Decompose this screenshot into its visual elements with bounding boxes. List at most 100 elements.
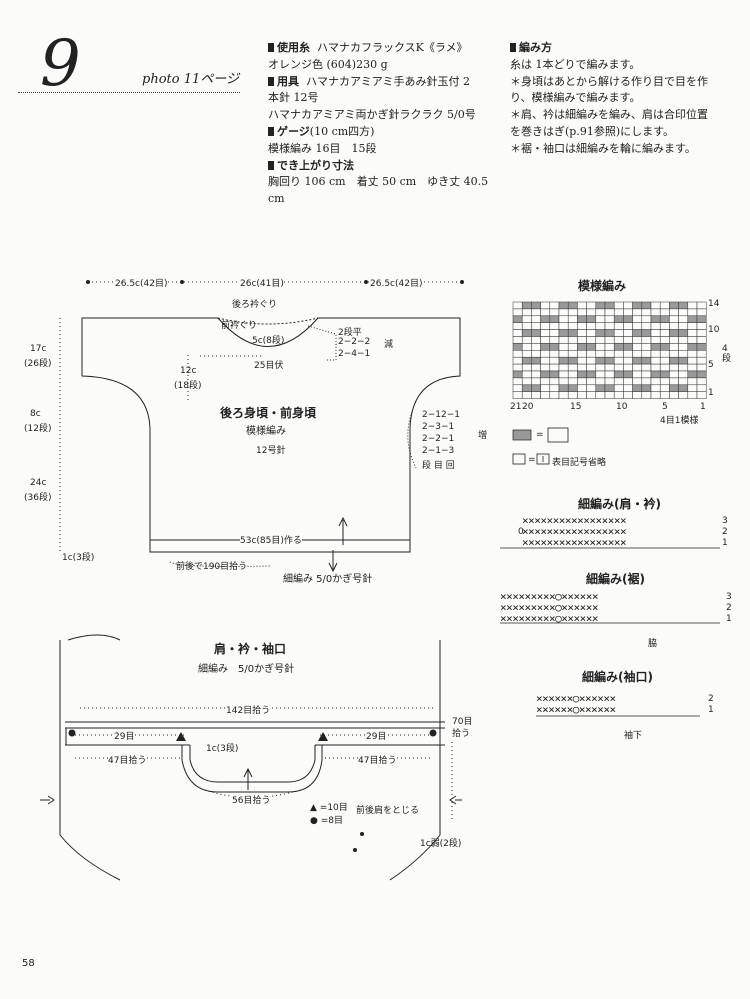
- chart-cell: [659, 301, 670, 310]
- chart-cell: [632, 329, 643, 337]
- chart-cell: [687, 356, 698, 365]
- stitch-chart-grid: [512, 301, 707, 399]
- chart-cell: [613, 391, 624, 399]
- chart-cell: [567, 384, 578, 392]
- chart-cell: [678, 350, 689, 358]
- chart-cell: [659, 343, 670, 351]
- chart-cell: [531, 301, 541, 310]
- chart-cell: [696, 384, 707, 392]
- chart-cell: [512, 363, 523, 372]
- sc-cuff-title: 細編み(袖口): [582, 670, 653, 684]
- hem-stitch: 細編み 5/0かぎ号針: [283, 574, 373, 585]
- chart-col-1: 1: [700, 402, 706, 412]
- chart-cell: [687, 363, 698, 372]
- chart-cell: [586, 322, 597, 330]
- chart-cell: [678, 377, 689, 386]
- chart-cell: [512, 356, 523, 365]
- inc-4: 2−1−3: [422, 446, 455, 456]
- chart-cell: [586, 329, 597, 337]
- chart-cell: [577, 356, 587, 365]
- chart-cell: [687, 384, 698, 392]
- chart-cell: [549, 336, 560, 344]
- chart-cell: [641, 391, 652, 399]
- chart-cell: [549, 363, 560, 372]
- chart-cell: [595, 308, 606, 317]
- chart-cell: [604, 301, 615, 310]
- chart-cell: [558, 363, 569, 372]
- chart-cell: [659, 336, 670, 344]
- neck-dec-2: 2−2−2: [338, 337, 371, 347]
- chart-cell: [678, 391, 689, 399]
- chart-cell: [549, 315, 560, 323]
- sc-hem-title: 細編み(裾): [586, 572, 645, 586]
- chart-cell: [613, 308, 624, 317]
- chart-cell: [659, 315, 670, 323]
- gauge-heading: ゲージ: [268, 125, 310, 138]
- chart-cell: [604, 384, 615, 392]
- body-title: 後ろ身頃・前身頃: [220, 406, 317, 420]
- chart-cell: [577, 370, 587, 379]
- sc-shoulder-r2: 2: [722, 527, 728, 537]
- chart-cell: [604, 356, 615, 365]
- inc-1: 2−12−1: [422, 410, 460, 420]
- dim-top-left: 26.5c(42目): [115, 276, 168, 289]
- side-dim-3b: (12段): [24, 424, 52, 434]
- chart-cell: [586, 356, 597, 365]
- chart-cell: [577, 322, 587, 330]
- chart-cell: [586, 363, 597, 372]
- chart-cell: [521, 363, 532, 372]
- chart-cell: [558, 301, 569, 310]
- chart-cell: [687, 350, 698, 358]
- chart-cell: [549, 377, 560, 386]
- chart-cell: [687, 315, 698, 323]
- chart-cell: [512, 343, 523, 351]
- chart-cell: [678, 384, 689, 392]
- method-line-6: ＊裾・袖口は細編みを輪に編みます。: [510, 141, 696, 155]
- chart-cell: [540, 391, 551, 399]
- neck-bindoff: 25目伏: [254, 361, 284, 371]
- chart-cell: [613, 350, 624, 358]
- chart-cell: [669, 370, 679, 379]
- chart-cell: [567, 343, 578, 351]
- pickup-70: 70目: [452, 717, 473, 727]
- chart-cell: [696, 329, 707, 337]
- chart-cell: [613, 301, 624, 310]
- knitting-method: 編み方 糸は 1本どりで編みます。 ＊身頃はあとから解ける作り目で目を作 り、模…: [510, 40, 742, 158]
- chart-cell: [595, 391, 606, 399]
- chart-cell: [521, 301, 532, 310]
- chart-cell: [531, 336, 541, 344]
- chart-cell: [623, 356, 633, 365]
- chart-cell: [531, 363, 541, 372]
- method-heading: 編み方: [510, 40, 742, 57]
- chart-cell: [586, 301, 597, 310]
- header-divider: [18, 92, 240, 93]
- chart-cell: [512, 336, 523, 344]
- chart-cell: [650, 343, 661, 351]
- neck-depth: 5c(8段): [252, 336, 285, 346]
- chart-cell: [678, 343, 689, 351]
- chart-row-10: 10: [708, 325, 720, 335]
- chart-cell: [696, 308, 707, 317]
- chart-cell: [540, 356, 551, 365]
- chart-cell: [687, 329, 698, 337]
- chart-cell: [521, 391, 532, 399]
- chart-cell: [604, 363, 615, 372]
- chart-cell: [659, 308, 670, 317]
- sc-shoulder-row-1: ×××××××××××××××××: [522, 536, 627, 549]
- chart-cell: [613, 377, 624, 386]
- chart-cell: [521, 356, 532, 365]
- chart-cell: [549, 391, 560, 399]
- tools-value-3: ハマナカアミアミ両かぎ針ラクラク 5/0号: [268, 108, 476, 122]
- chart-cell: [687, 377, 698, 386]
- chart-cell: [669, 350, 679, 358]
- chart-cell: [512, 301, 523, 310]
- chart-cell: [669, 363, 679, 372]
- chart-cell: [659, 391, 670, 399]
- chart-cell: [577, 350, 587, 358]
- chart-cell: [549, 384, 560, 392]
- chart-cell: [641, 308, 652, 317]
- chart-cell: [577, 384, 587, 392]
- body-needle: 12号針: [256, 446, 286, 456]
- side-dim-2: 12c: [180, 366, 197, 376]
- chart-cell: [641, 370, 652, 379]
